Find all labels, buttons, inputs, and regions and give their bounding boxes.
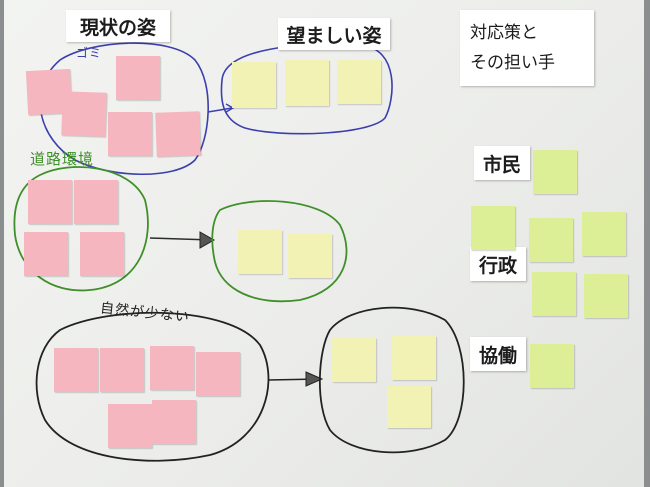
strategy-header-line2: その担い手 xyxy=(470,53,555,73)
nature-desired-circle xyxy=(318,306,465,454)
road-circle xyxy=(13,166,149,292)
current-state-header: 現状の姿 xyxy=(66,10,170,42)
trash-arrow xyxy=(207,107,233,113)
sticky-note xyxy=(28,180,72,224)
sticky-note xyxy=(152,400,196,444)
road-handwritten-label: 道路環境 xyxy=(30,150,95,168)
sticky-note xyxy=(238,230,282,274)
sticky-note xyxy=(155,111,201,157)
sticky-note xyxy=(582,212,626,256)
nature-circle xyxy=(35,311,270,462)
sticky-note xyxy=(584,274,628,318)
strategy-header-line1: 対応策と xyxy=(470,23,538,43)
sticky-note xyxy=(108,112,152,156)
sticky-note xyxy=(533,150,577,194)
road-desired-circle xyxy=(211,200,348,303)
sticky-note xyxy=(332,338,376,382)
sticky-note xyxy=(196,352,240,396)
sticky-note xyxy=(529,218,573,262)
sticky-note xyxy=(285,60,329,106)
sticky-note xyxy=(532,272,576,316)
sticky-note xyxy=(100,348,144,392)
citizens-label: 市民 xyxy=(474,146,530,180)
sticky-note xyxy=(54,348,98,392)
sticky-note xyxy=(288,234,332,278)
sticky-note xyxy=(471,206,515,250)
sticky-note xyxy=(150,346,194,390)
trash-handwritten-label: ゴミ xyxy=(76,46,103,60)
sticky-note xyxy=(387,386,431,428)
sticky-note xyxy=(116,56,160,100)
sticky-note xyxy=(337,60,381,104)
strategy-header: 対応策と その担い手 xyxy=(460,10,594,86)
trash-circle xyxy=(39,42,209,176)
sticky-note xyxy=(80,232,124,276)
sticky-note xyxy=(530,344,574,388)
sticky-note xyxy=(24,232,68,276)
sticky-note xyxy=(74,180,118,224)
desired-state-header: 望ましい姿 xyxy=(278,18,390,50)
sticky-note xyxy=(108,404,152,448)
sticky-note xyxy=(61,91,107,137)
sticky-note xyxy=(232,62,276,108)
government-label: 行政 xyxy=(470,247,526,281)
sticky-note xyxy=(392,336,436,380)
collaboration-label: 協働 xyxy=(470,337,526,371)
